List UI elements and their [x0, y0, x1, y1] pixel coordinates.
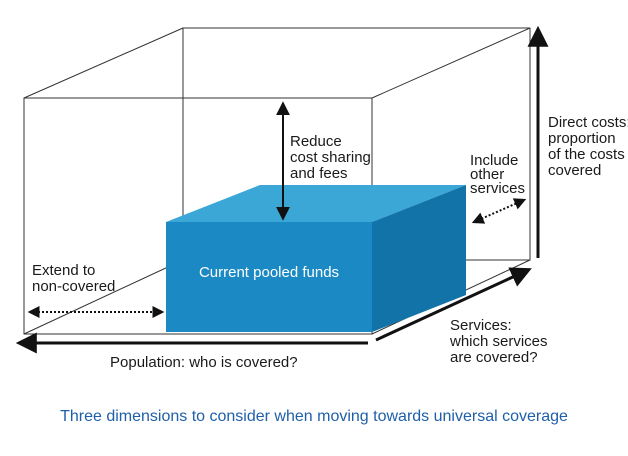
current-pooled-funds-label: Current pooled funds [199, 264, 339, 281]
arrow-double-diagonal-icon [471, 198, 527, 224]
direct-costs-label: Direct costs: proportion of the costs co… [548, 114, 628, 179]
arrow-diagonal-icon [375, 267, 532, 342]
current-pooled-funds-box: Current pooled funds [166, 185, 466, 332]
population-label: Population: who is covered? [110, 354, 298, 371]
reduce-cost-sharing-label: Reduce cost sharing and fees [290, 133, 375, 182]
extend-to-non-covered-label: Extend to non-covered [32, 262, 115, 295]
box-top-face [166, 185, 466, 222]
services-label: Services: which services are covered? [449, 317, 552, 366]
diagram-caption: Three dimensions to consider when moving… [60, 408, 568, 425]
include-other-services-label: Include other services [470, 152, 525, 197]
box-side-face [372, 185, 466, 332]
box-front-face [166, 222, 372, 332]
